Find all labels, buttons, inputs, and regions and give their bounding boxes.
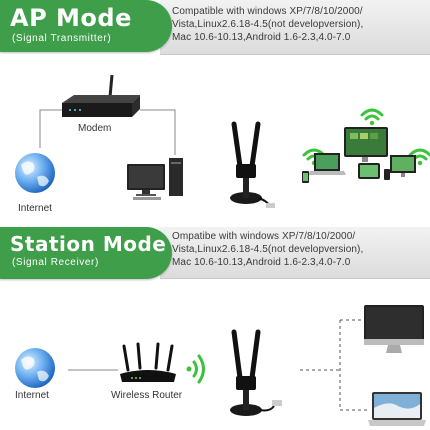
modem-label: Modem (78, 123, 112, 134)
wifi-icon (360, 108, 384, 126)
modem-icon (62, 74, 140, 117)
usb-wifi-adapter-icon (230, 121, 275, 208)
ap-compat-line: Vista,Linux2.6.18-4.5(not developversion… (172, 19, 364, 30)
monitor-icon (364, 305, 424, 353)
router-icon (120, 342, 176, 382)
ap-compat-line: Compatible with windows XP/7/8/10/2000/ (172, 6, 363, 17)
station-mode-title: Station Mode (10, 232, 167, 256)
devices-group (302, 108, 430, 183)
ap-compat-strip (160, 0, 430, 55)
ap-mode-banner: AP Mode (Signal Transmitter) (0, 0, 172, 52)
station-compat-line: Vista,Linux2.6.18-4.5(not developversion… (172, 244, 364, 255)
globe-icon (15, 153, 55, 193)
station-compat-strip (160, 227, 430, 279)
globe-icon (15, 348, 55, 388)
ap-mode-title: AP Mode (10, 4, 132, 32)
station-mode-subtitle: (Signal Receiver) (12, 257, 99, 268)
laptop-icon (368, 392, 426, 426)
station-compat-text: Ompatibe with windows XP/7/8/10/2000/ Vi… (172, 230, 363, 269)
ap-mode-subtitle: (Signal Transmitter) (12, 33, 112, 44)
router-label: Wireless Router (111, 390, 183, 401)
station-compat-line: Mac 10.6-10.13,Android 1.6-2.3,4.0-7.0 (172, 257, 351, 268)
desktop-pc-icon (127, 158, 183, 200)
station-mode-banner: Station Mode (Signal Receiver) (0, 227, 172, 279)
ap-compat-line: Mac 10.6-10.13,Android 1.6-2.3,4.0-7.0 (172, 32, 351, 43)
station-compat-line: Ompatibe with windows XP/7/8/10/2000/ (172, 231, 356, 242)
usb-wifi-adapter-icon (230, 329, 282, 416)
internet-label: Internet (18, 203, 52, 214)
ap-compat-text: Compatible with windows XP/7/8/10/2000/ … (172, 5, 363, 44)
wifi-icon (186, 354, 205, 384)
station-internet-label: Internet (15, 390, 49, 401)
